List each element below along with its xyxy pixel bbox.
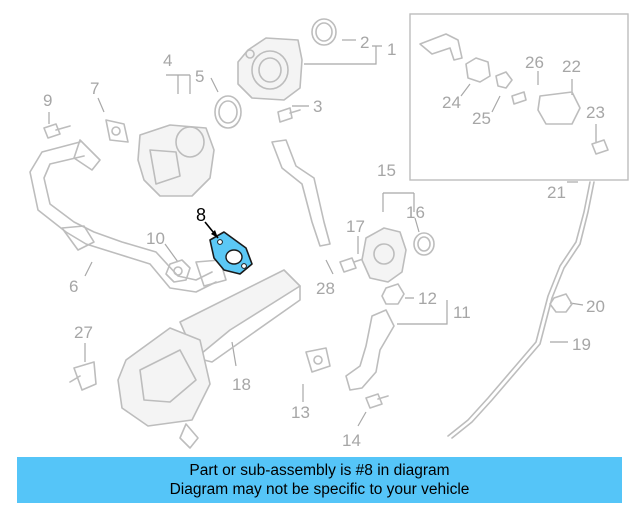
callout-27: 27	[74, 323, 93, 342]
callout-17: 17	[346, 217, 365, 236]
callout-14: 14	[342, 431, 361, 450]
callout-4: 4	[163, 51, 172, 70]
callout-9: 9	[43, 91, 52, 110]
callout-numbers: 2 1 4 5 7 9 3 8 10 6 15 17 16 28 12 11 2…	[43, 33, 605, 450]
banner-line-1: Part or sub-assembly is #8 in diagram	[189, 462, 450, 479]
callout-7: 7	[90, 79, 99, 98]
inset-box	[409, 13, 629, 181]
callout-26: 26	[525, 53, 544, 72]
leader-lines	[48, 39, 597, 427]
callout-11: 11	[453, 303, 471, 322]
callout-3: 3	[313, 97, 322, 116]
callout-8-arrowhead	[211, 230, 218, 238]
callout-28: 28	[316, 279, 335, 298]
callout-10: 10	[146, 229, 165, 248]
callout-18: 18	[232, 375, 251, 394]
parts-line-art	[29, 18, 609, 449]
callout-15: 15	[377, 161, 396, 180]
callout-1: 1	[387, 40, 396, 59]
callout-25: 25	[472, 109, 491, 128]
banner-line-2: Diagram may not be specific to your vehi…	[169, 481, 470, 498]
callout-24: 24	[442, 93, 461, 112]
callout-16: 16	[406, 203, 425, 222]
callout-6: 6	[69, 277, 78, 296]
callout-22: 22	[562, 57, 581, 76]
callout-21: 21	[547, 183, 566, 202]
callout-23: 23	[586, 103, 605, 122]
callout-19: 19	[572, 335, 591, 354]
callout-20: 20	[586, 297, 605, 316]
highlighted-gasket-8[interactable]	[209, 231, 253, 275]
info-banner: Part or sub-assembly is #8 in diagram Di…	[17, 457, 622, 503]
callout-13: 13	[291, 403, 310, 422]
callout-12: 12	[418, 289, 437, 308]
callout-2: 2	[360, 33, 369, 52]
callout-5: 5	[195, 67, 204, 86]
callout-8: 8	[196, 205, 206, 225]
